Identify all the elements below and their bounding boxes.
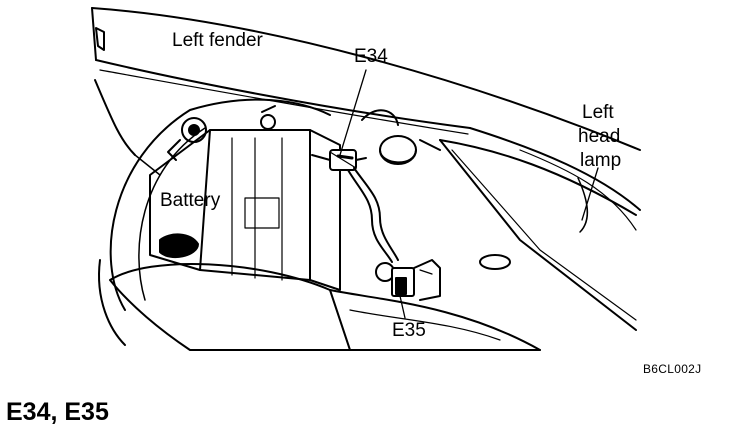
battery-label: Battery — [160, 190, 221, 211]
figure-code: B6CL002J — [643, 362, 702, 376]
head-lamp-outline — [440, 140, 636, 330]
wiring-harness — [348, 168, 398, 262]
body-arcs — [95, 80, 330, 345]
strut-dome — [362, 110, 510, 269]
left-fender-outline — [92, 8, 640, 210]
left-head-lamp-label-line1: Left — [582, 102, 614, 123]
e34-label: E34 — [354, 46, 388, 67]
battery-terminals — [168, 106, 275, 160]
e35-label: E35 — [392, 320, 426, 341]
e35-connector — [376, 260, 440, 300]
lower-body-panel — [110, 264, 540, 350]
left-head-lamp-label-line2: head — [578, 126, 621, 147]
figure-caption: E34, E35 — [6, 398, 109, 426]
leader-lines — [340, 70, 598, 318]
left-fender-label: Left fender — [172, 30, 263, 51]
battery-outline — [150, 130, 340, 290]
left-head-lamp-label-line3: lamp — [580, 150, 622, 171]
e34-connector — [312, 150, 366, 170]
